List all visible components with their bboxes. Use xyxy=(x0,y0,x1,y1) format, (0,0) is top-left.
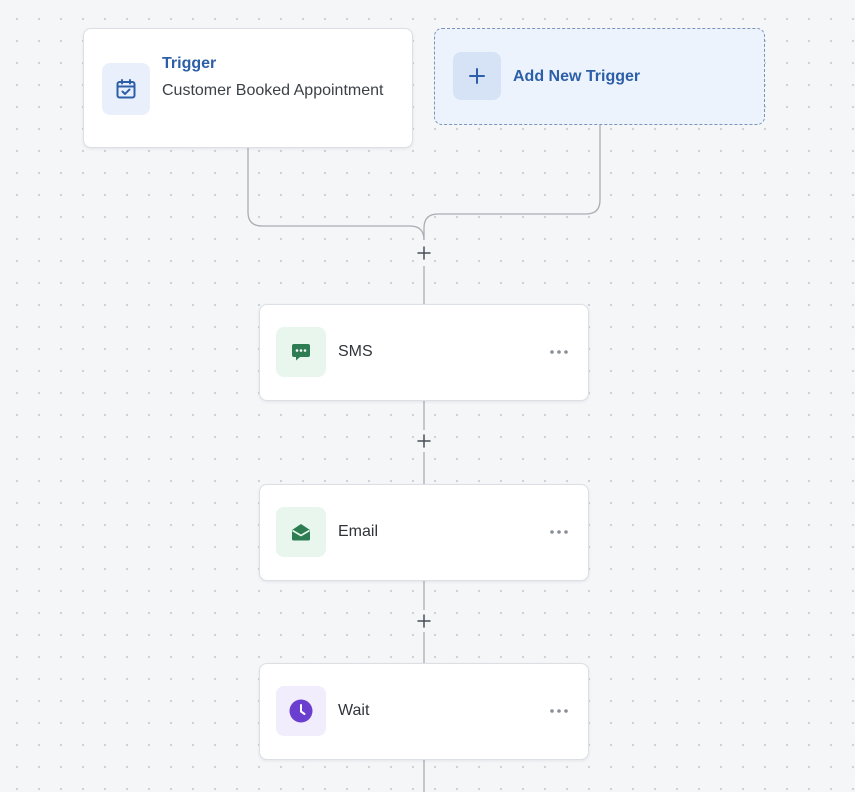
step-card-sms[interactable]: SMS xyxy=(259,304,589,401)
chat-bubble-icon xyxy=(276,327,326,377)
trigger-connector xyxy=(247,148,425,241)
calendar-check-icon xyxy=(102,63,150,115)
plus-icon xyxy=(417,434,431,448)
step-card-email[interactable]: Email xyxy=(259,484,589,581)
add-step-button[interactable] xyxy=(414,243,434,263)
plus-icon xyxy=(417,614,431,628)
plus-icon xyxy=(417,246,431,260)
add-new-trigger-label: Add New Trigger xyxy=(513,68,641,85)
add-step-button[interactable] xyxy=(414,611,434,631)
clock-icon xyxy=(276,686,326,736)
more-options-icon[interactable] xyxy=(548,341,570,363)
envelope-open-icon xyxy=(276,507,326,557)
step-label-email: Email xyxy=(338,523,379,540)
step-card-wait[interactable]: Wait xyxy=(259,663,589,760)
trigger-title: Trigger xyxy=(162,55,217,72)
step-label-sms: SMS xyxy=(338,343,373,360)
more-options-icon[interactable] xyxy=(548,700,570,722)
trigger-card[interactable]: Trigger Customer Booked Appointment xyxy=(83,28,413,148)
add-new-trigger-button[interactable]: Add New Trigger xyxy=(434,28,765,125)
add-trigger-connector xyxy=(423,125,601,240)
add-step-button[interactable] xyxy=(414,431,434,451)
step-label-wait: Wait xyxy=(338,702,370,719)
trigger-description: Customer Booked Appointment xyxy=(162,82,384,99)
plus-icon xyxy=(453,52,501,100)
more-options-icon[interactable] xyxy=(548,521,570,543)
